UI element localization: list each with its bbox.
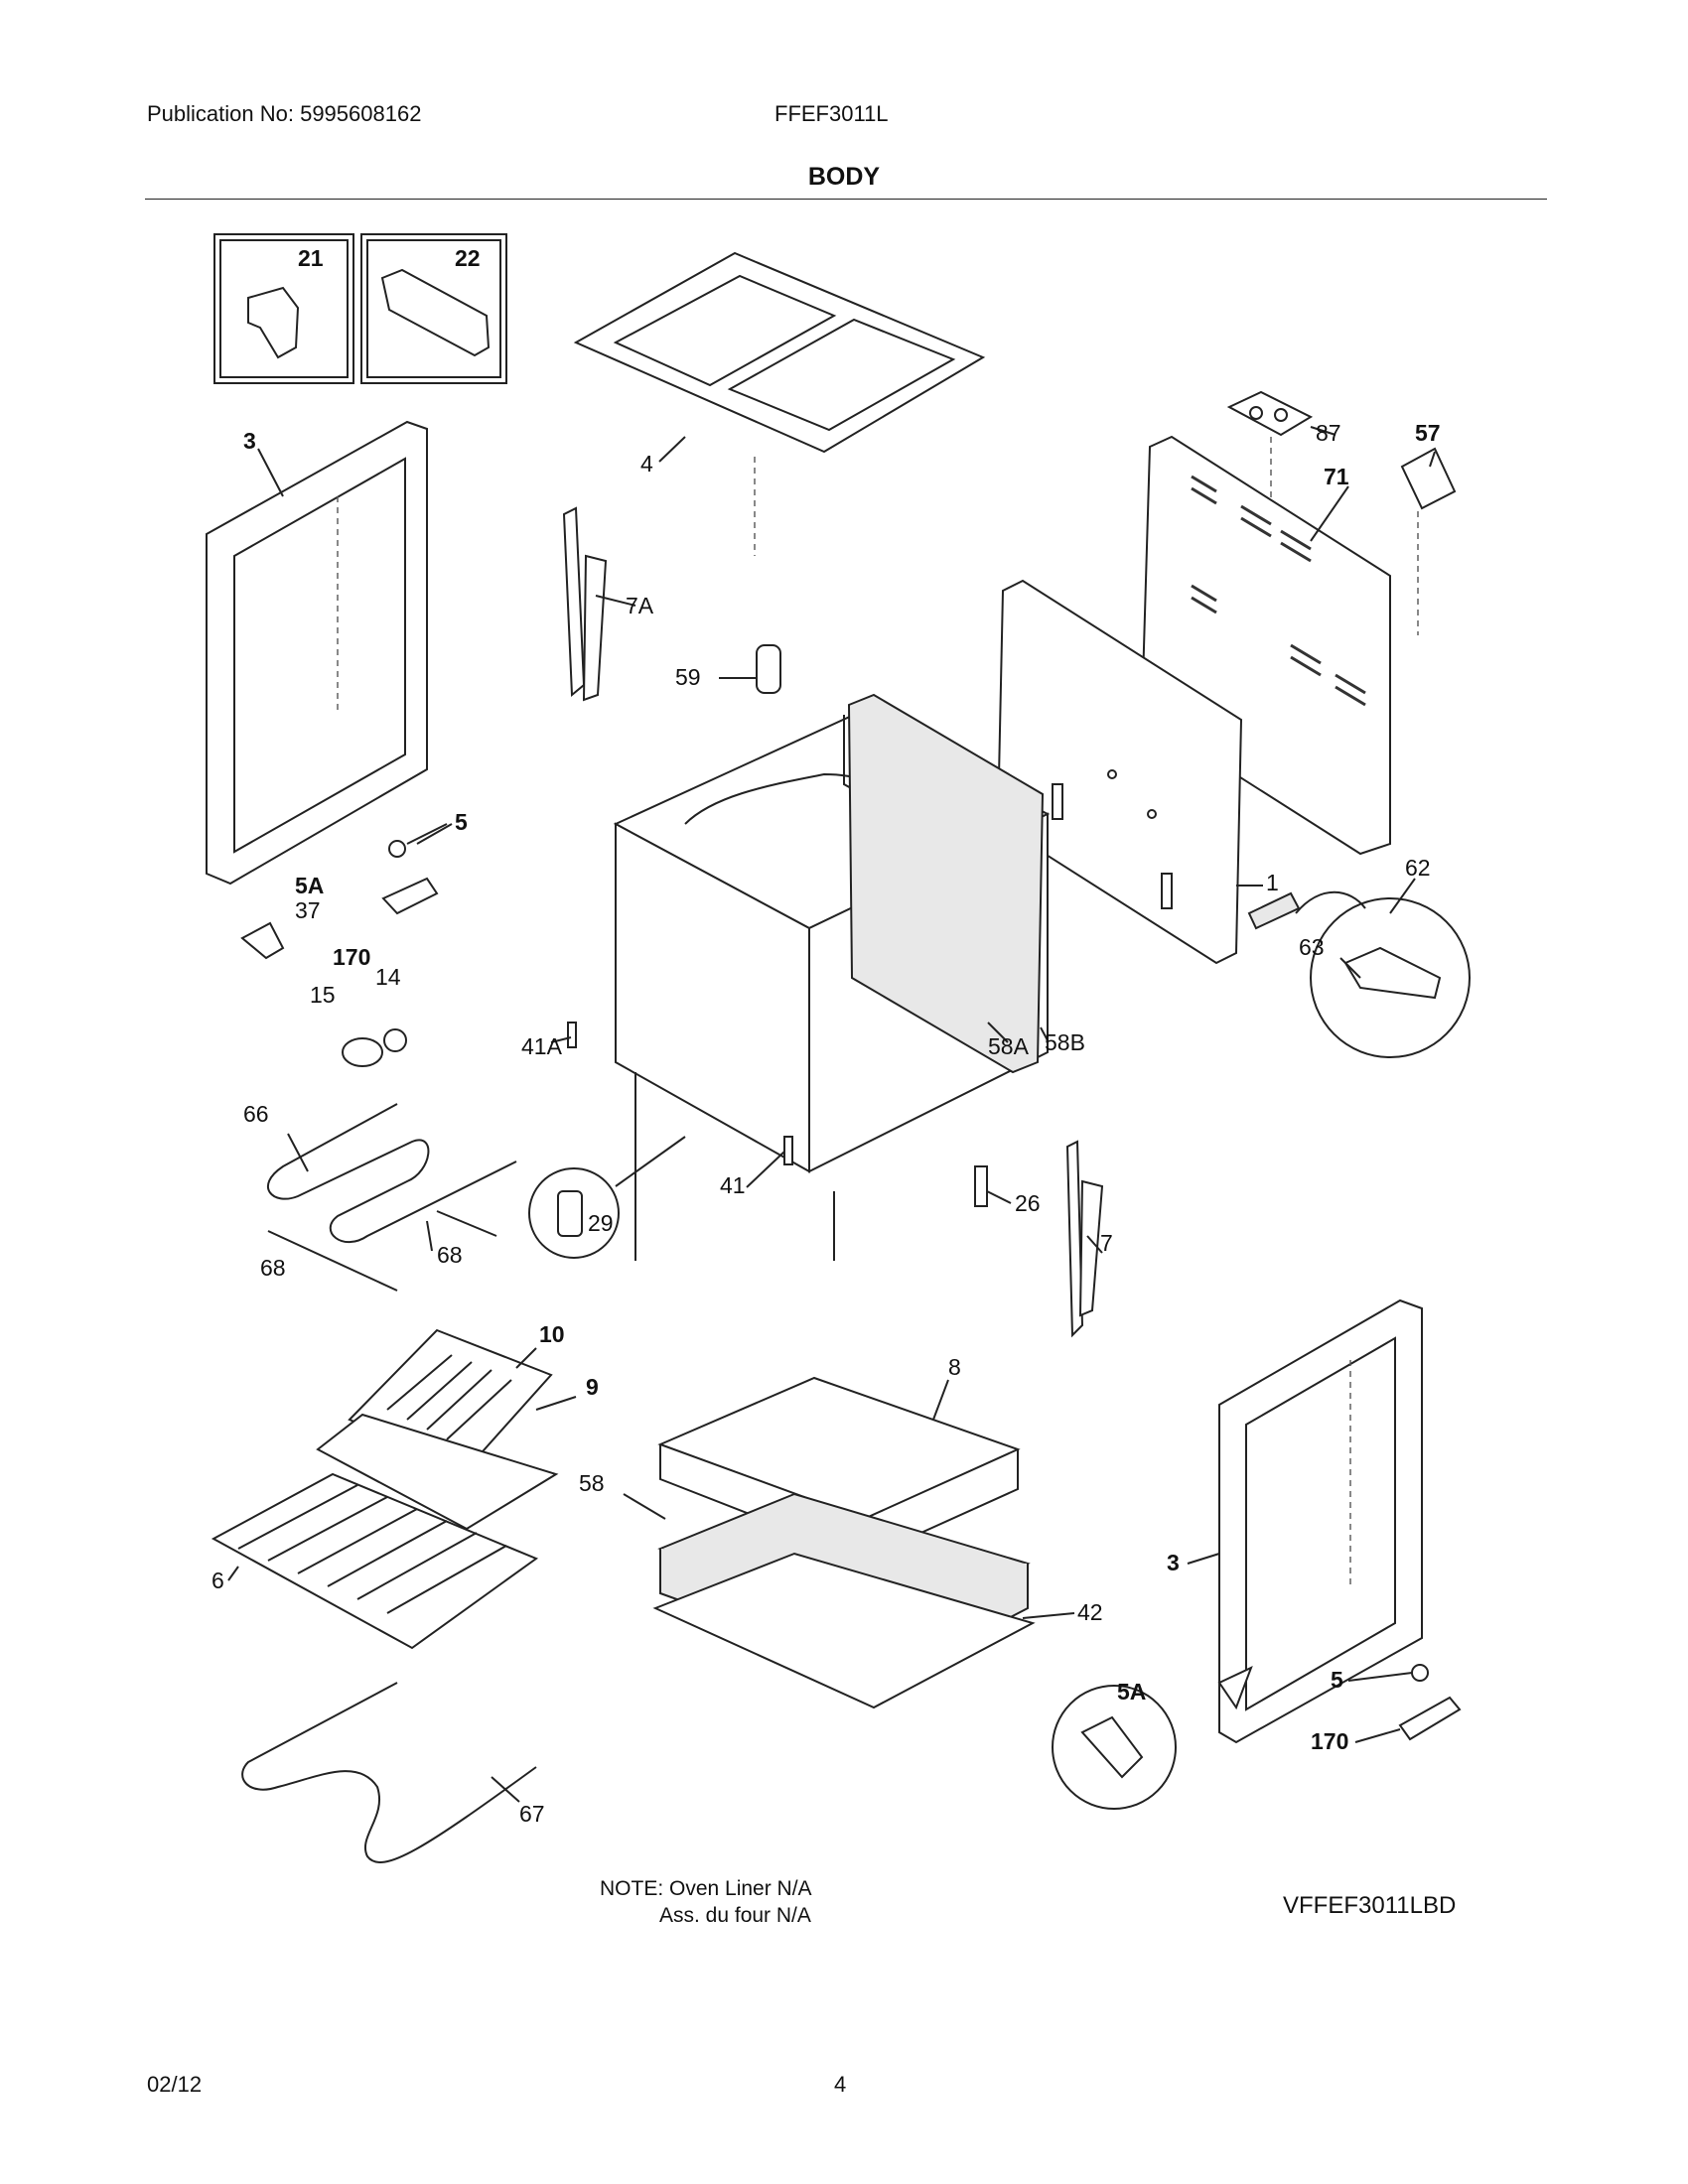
callout-68-left: 68 [260, 1255, 286, 1281]
footer-page-number: 4 [834, 2072, 847, 2097]
callout-26: 26 [1015, 1190, 1041, 1216]
callout-14: 14 [375, 964, 401, 990]
callout-87: 87 [1316, 420, 1341, 446]
callout-71: 71 [1324, 464, 1349, 489]
part-58B-insulation [847, 693, 1045, 1074]
callout-170-left: 170 [333, 944, 370, 970]
callout-66: 66 [243, 1101, 269, 1127]
part-66-broil-element [267, 1103, 517, 1244]
callout-7: 7 [1100, 1230, 1113, 1256]
page-title: BODY [807, 163, 881, 191]
part-41A-clip [567, 1022, 577, 1048]
callout-4: 4 [640, 451, 653, 477]
part-42-bottom-panel [652, 1552, 1036, 1709]
callout-57: 57 [1415, 420, 1441, 446]
callout-5-right: 5 [1331, 1667, 1343, 1693]
callout-6: 6 [211, 1568, 224, 1593]
part-5A-bracket [240, 921, 285, 960]
callout-5A-left: 5A [295, 873, 324, 898]
callout-21: 21 [298, 245, 324, 271]
part-21-box [213, 233, 354, 384]
leader-lines [227, 426, 1436, 1803]
part-15-lamp-bulb [342, 1037, 383, 1067]
callout-9: 9 [586, 1374, 599, 1400]
footer-date: 02/12 [147, 2072, 203, 2097]
part-41-clip [783, 1136, 793, 1165]
diagram-code: VFFEF3011LBD [1283, 1892, 1457, 1919]
callout-5A-right: 5A [1117, 1679, 1146, 1705]
part-170-leg-bracket [381, 877, 439, 915]
callout-59: 59 [675, 664, 701, 690]
callout-41: 41 [720, 1172, 746, 1198]
model-number: FFEF3011L [774, 101, 889, 126]
part-7A-hinge [562, 506, 608, 702]
part-67-bake-element [241, 1682, 537, 1863]
note-line-2: Ass. du four N/A [659, 1904, 811, 1927]
callout-7A: 7A [626, 593, 654, 618]
part-68-wire [267, 1210, 497, 1292]
callout-58A: 58A [988, 1033, 1030, 1059]
callout-8: 8 [948, 1354, 961, 1380]
callout-29: 29 [588, 1210, 614, 1236]
part-62-detail-circle [1247, 890, 1471, 1058]
part-6-oven-rack [211, 1472, 539, 1650]
callout-58: 58 [579, 1470, 605, 1496]
publication-number: Publication No: 5995608162 [147, 101, 422, 126]
callout-22: 22 [455, 245, 481, 271]
callout-5-left: 5 [455, 809, 468, 835]
callout-62: 62 [1405, 855, 1431, 881]
part-29-detail-circle [528, 1136, 686, 1259]
callout-15: 15 [310, 982, 336, 1008]
part-9-broiler-pan [316, 1413, 559, 1531]
callout-10: 10 [539, 1321, 565, 1347]
header-rule [145, 199, 1547, 200]
part-5-right-leveling-leg [1411, 1664, 1429, 1682]
part-5A-detail-circle [1052, 1666, 1253, 1810]
part-26-bracket [974, 1165, 988, 1207]
callout-63: 63 [1299, 934, 1325, 960]
callout-3-left: 3 [243, 428, 256, 454]
callout-58B: 58B [1045, 1029, 1085, 1055]
part-5-leveling-leg [388, 823, 448, 858]
part-57-cover [1400, 447, 1457, 635]
part-3-right-side-panel [1218, 1298, 1423, 1744]
callout-41A: 41A [521, 1033, 563, 1059]
part-22-box [360, 233, 507, 384]
callout-68-right: 68 [437, 1242, 463, 1268]
part-7-hinge [1065, 1140, 1104, 1338]
callout-42: 42 [1077, 1599, 1103, 1625]
callout-170-right: 170 [1311, 1728, 1348, 1754]
part-87-plate [1226, 390, 1314, 526]
callout-1: 1 [1266, 870, 1279, 895]
callout-3-right: 3 [1167, 1550, 1180, 1575]
callout-37: 37 [295, 897, 321, 923]
part-4-top-panel [573, 251, 986, 556]
note-line-1: NOTE: Oven Liner N/A [600, 1877, 812, 1900]
callout-67: 67 [519, 1801, 545, 1827]
part-14-lamp-socket [383, 1028, 407, 1052]
part-170-right-leg-bracket [1398, 1696, 1462, 1741]
part-59-bumper [756, 644, 781, 694]
part-3-left-side-panel [206, 420, 428, 886]
